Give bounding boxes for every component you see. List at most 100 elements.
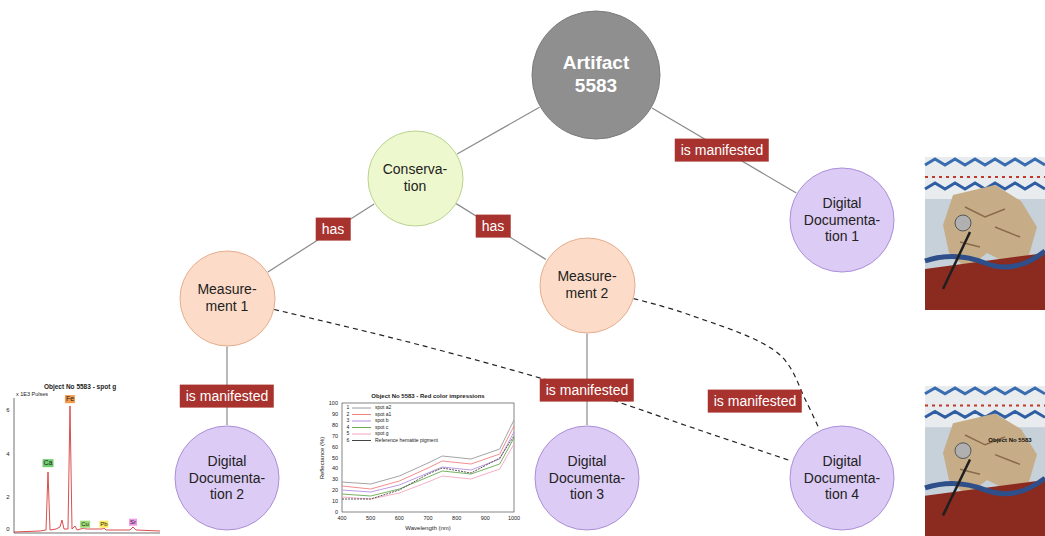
- fresco-photo: [925, 157, 1045, 310]
- concept-circle: Conserva- tion: [367, 130, 464, 227]
- legend-line: [352, 414, 371, 415]
- chart-text: 50: [332, 454, 338, 460]
- node-label: Digital Documenta- tion 4: [800, 453, 884, 503]
- node-label: Digital Documenta- tion 2: [185, 453, 269, 503]
- element-tag: Sr: [129, 519, 137, 526]
- concept-circle: Digital Documenta- tion 2: [174, 425, 280, 531]
- concept-circle: Digital Documenta- tion 1: [789, 167, 895, 273]
- spectrum-line: [14, 406, 160, 532]
- chart-text: 5: [347, 431, 350, 437]
- circle-shape: [790, 168, 894, 272]
- spectrum-curve: [342, 444, 514, 499]
- chart-text: 60: [332, 444, 338, 450]
- legend-line: [352, 434, 371, 435]
- node-label: Artifact 5583: [550, 52, 642, 98]
- chart-text: Object No 5583 - Red color impressions: [371, 393, 484, 400]
- circle-shape: [535, 426, 639, 530]
- node-label: Conserva- tion: [374, 161, 456, 195]
- concept-circle: Measure- ment 1: [179, 250, 276, 347]
- chart-text: 70: [332, 433, 338, 439]
- legend-line: [352, 427, 371, 428]
- xrf-chart: [14, 398, 160, 533]
- connector-line: [457, 107, 539, 154]
- chart-text: 80: [332, 422, 338, 428]
- axis-line: [14, 398, 15, 533]
- circle-shape: [368, 131, 463, 226]
- chart-text: 1: [347, 405, 350, 411]
- relation-label: is manifested: [675, 139, 769, 162]
- chart-text: 4: [6, 451, 9, 458]
- legend-line: [352, 440, 371, 441]
- circle-shape: [540, 238, 635, 333]
- dashed-connector: [634, 299, 820, 430]
- chart-text: Wavelength (nm): [405, 525, 450, 532]
- chart-text: 400: [337, 515, 346, 521]
- chart-text: 500: [366, 515, 375, 521]
- chart-text: 40: [332, 465, 338, 471]
- chart-text: spot b: [375, 418, 389, 424]
- chart-text: 800: [452, 515, 461, 521]
- connector-line: [456, 204, 546, 260]
- legend-line: [352, 421, 371, 422]
- chart-text: 90: [332, 411, 338, 417]
- chart-text: 4: [347, 425, 350, 431]
- relation-label: has: [476, 215, 511, 238]
- concept-circle: Digital Documenta- tion 3: [534, 425, 640, 531]
- connector-line: [652, 108, 796, 193]
- plot-frame: [342, 403, 514, 512]
- element-tag: Pb: [99, 521, 108, 528]
- chart-text: spot g: [375, 431, 389, 437]
- relation-label: has: [316, 218, 351, 241]
- fresco-photo: [925, 386, 1045, 536]
- chart-text: 700: [423, 515, 432, 521]
- concept-circle: Artifact 5583: [531, 10, 661, 140]
- chart-text: 3: [347, 418, 350, 424]
- axis-line: [14, 533, 160, 534]
- chart-text: spot a2: [375, 405, 391, 411]
- chart-text: 20: [332, 487, 338, 493]
- concept-circle: Measure- ment 2: [539, 237, 636, 334]
- chart-text: 1000: [508, 515, 520, 521]
- spectrum-curve: [342, 432, 514, 492]
- chart-text: 6: [6, 407, 9, 414]
- element-tag: Fe: [65, 395, 75, 403]
- chart-text: Object No 5583 - spot g: [44, 383, 116, 390]
- reflectance-chart: [342, 403, 514, 512]
- relation-label: is manifested: [708, 390, 802, 413]
- chart-text: spot a1: [375, 412, 391, 418]
- chart-text: 900: [481, 515, 490, 521]
- connector-line: [268, 204, 374, 272]
- spectrum-curve: [342, 438, 514, 496]
- circle-shape: [175, 426, 279, 530]
- node-label: Digital Documenta- tion 1: [800, 195, 884, 245]
- chart-text: Object No 5583: [988, 437, 1031, 444]
- chart-text: 2: [347, 412, 350, 418]
- relation-label: is manifested: [540, 379, 634, 402]
- chart-text: 30: [332, 476, 338, 482]
- node-label: Digital Documenta- tion 3: [545, 453, 629, 503]
- circle-shape: [790, 426, 894, 530]
- element-tag: Cu: [80, 521, 90, 528]
- chart-text: 2: [6, 494, 9, 501]
- circle-shape: [180, 251, 275, 346]
- spectrum-curve: [342, 426, 514, 489]
- chart-text: 0: [6, 526, 9, 533]
- chart-text: Reference hematite pigment: [375, 438, 438, 444]
- concept-circle: Digital Documenta- tion 4: [789, 425, 895, 531]
- chart-text: 100: [329, 400, 338, 406]
- node-label: Measure- ment 2: [546, 268, 628, 302]
- chart-text: 600: [395, 515, 404, 521]
- element-tag: Ca: [43, 459, 54, 467]
- dashed-connector: [274, 309, 792, 461]
- relation-label: is manifested: [180, 385, 274, 408]
- chart-text: 10: [332, 498, 338, 504]
- chart-text: 6: [347, 438, 350, 444]
- node-label: Measure- ment 1: [186, 281, 268, 315]
- chart-text: x 1E3 Pulses: [16, 391, 48, 397]
- chart-text: 0: [335, 509, 338, 515]
- chart-text: Reflectance (%): [319, 437, 326, 480]
- chart-text: spot c: [375, 425, 388, 431]
- circle-shape: [532, 11, 660, 139]
